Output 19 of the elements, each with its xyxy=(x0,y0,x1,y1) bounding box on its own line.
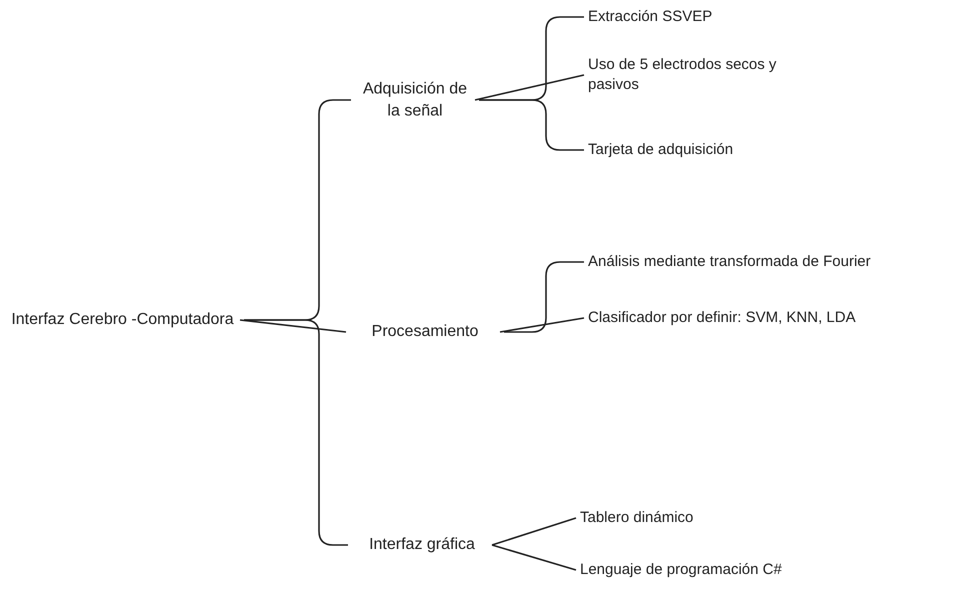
brace-connector xyxy=(492,544,576,571)
node-text: Clasificador por definir: SVM, KNN, LDA xyxy=(588,308,973,328)
node-text: Análisis mediante transformada de Fourier xyxy=(588,252,973,272)
brace-connector xyxy=(474,74,584,101)
node-text: Interfaz Cerebro -Computadora xyxy=(5,309,240,331)
brace-connector xyxy=(492,517,576,546)
brace-connector xyxy=(500,317,584,333)
node-text: Tarjeta de adquisición xyxy=(588,140,888,160)
brace-connector xyxy=(244,319,348,546)
node-text: Procesamiento xyxy=(350,321,500,343)
node-text: Adquisición de la señal xyxy=(355,78,475,122)
node-text: Interfaz gráfica xyxy=(352,534,492,556)
brace-connector xyxy=(240,319,346,333)
node-text: Extracción SSVEP xyxy=(588,6,888,28)
brace-connector xyxy=(479,99,584,151)
node-text: Uso de 5 electrodos secos y pasivos xyxy=(588,54,818,96)
brace-connector xyxy=(504,261,584,333)
node-text: Lenguaje de programación C# xyxy=(580,560,880,580)
node-text: Tablero dinámico xyxy=(580,508,880,528)
